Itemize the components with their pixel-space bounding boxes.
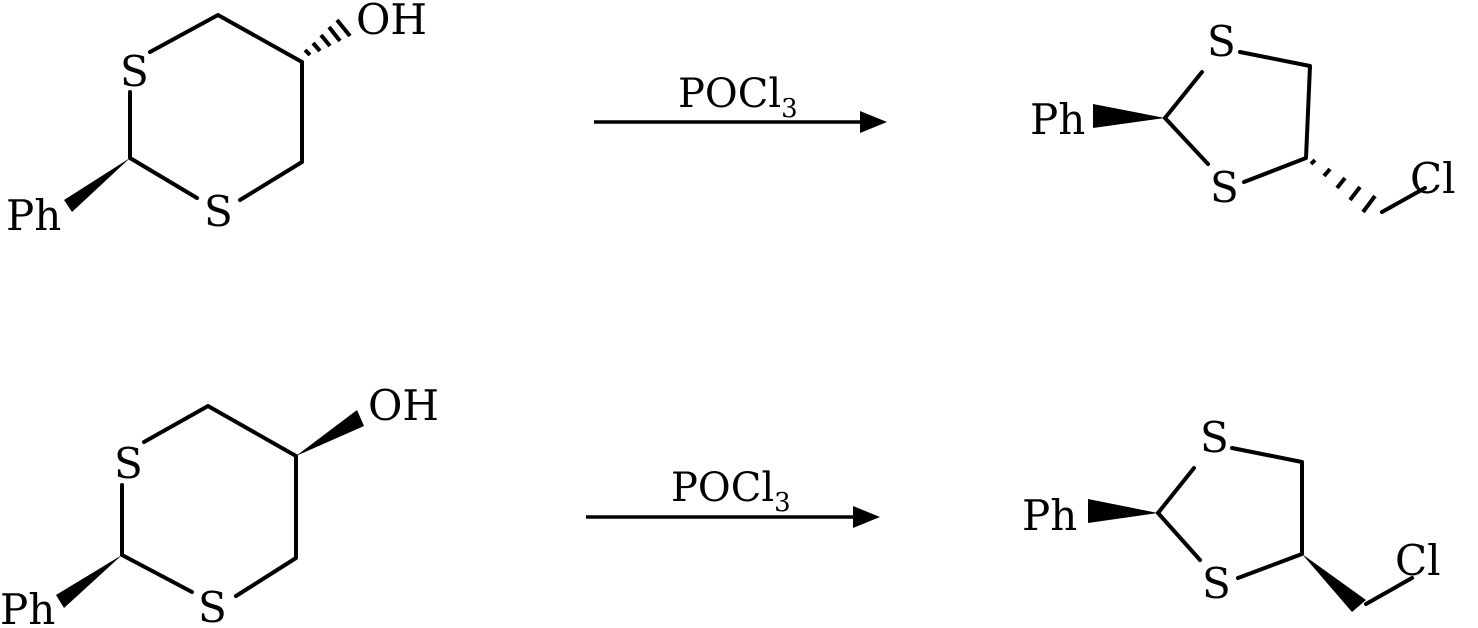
reaction-1-reactant-sulfur-1: S (120, 47, 149, 96)
reaction-1-reactant-ph-wedge-bond (64, 158, 130, 212)
reaction-1-product-ph-wedge-bond (1093, 104, 1165, 128)
reaction-1-product-sulfur-1: S (1207, 17, 1236, 66)
reaction-1-product-chloromethyl-hashed-bond (1309, 158, 1377, 214)
reaction-1-product-cl-label: Cl (1410, 154, 1456, 203)
reaction-2-reactant-ring-bonds (120, 404, 298, 598)
reaction-1-reactant-ph-label: Ph (6, 191, 61, 240)
reaction-2-reagent-label: POCl3 (671, 465, 791, 518)
reaction-2-reactant-sulfur-2: S (198, 583, 227, 628)
reaction-1-product-sulfur-2: S (1210, 163, 1239, 212)
reaction-1-reactant: S S Ph OH (6, 0, 427, 240)
reaction-1-reactant-oh-label: OH (356, 0, 427, 44)
reaction-2-reactant-oh-label: OH (368, 381, 439, 430)
reaction-2-product-ph-label: Ph (1022, 491, 1077, 540)
reaction-2-product-sulfur-2: S (1202, 559, 1231, 608)
reaction-2-product-cl-label: Cl (1395, 536, 1441, 585)
reaction-2-reactant: S S Ph OH (0, 381, 439, 628)
reaction-2-product-sulfur-1: S (1200, 413, 1229, 462)
reaction-1-reactant-ring-bonds (128, 13, 304, 202)
reaction-2-product-ring-bonds (1156, 446, 1414, 606)
reaction-1-reagent-label: POCl3 (678, 71, 798, 124)
reaction-2-reactant-ph-wedge-bond (56, 555, 122, 608)
reaction-2-reactant-sulfur-1: S (114, 439, 143, 488)
reaction-1-product-ring-bonds (1163, 50, 1427, 214)
reaction-2-reactant-oh-wedge-bond (296, 410, 364, 456)
reaction-2-product: S S Ph Cl (1022, 413, 1441, 612)
reaction-1-reactant-sulfur-2: S (204, 187, 233, 236)
reaction-2-arrow (586, 506, 880, 528)
reaction-1-product: S S Ph Cl (1030, 17, 1456, 214)
reaction-1-arrow (594, 111, 887, 133)
reaction-1: S S Ph OH POCl3 (6, 0, 1456, 240)
reaction-2-product-ph-wedge-bond (1088, 499, 1158, 523)
reaction-1-reactant-oh-hashed-bond (303, 18, 352, 57)
reaction-1-product-ph-label: Ph (1030, 95, 1085, 144)
reaction-2-reactant-ph-label: Ph (0, 585, 55, 628)
reaction-2: S S Ph OH POCl3 S S Ph Cl (0, 381, 1441, 628)
reaction-2-product-chloromethyl-wedge-bond (1302, 554, 1366, 612)
